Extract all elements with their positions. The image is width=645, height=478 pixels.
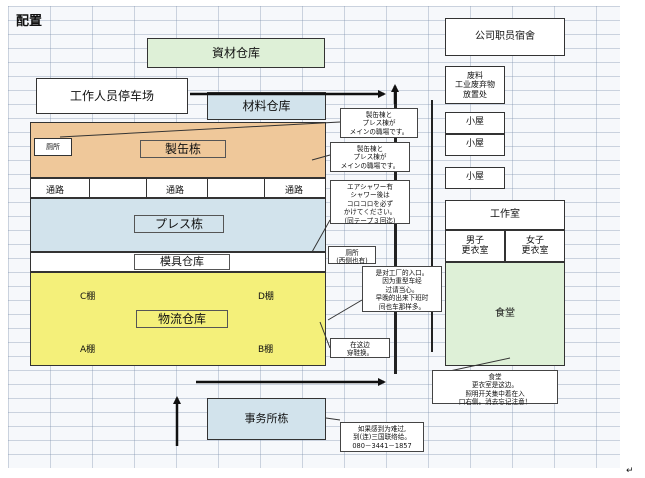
note-contact: 如果感到为难过, 到(连)三国联络给。 080－3441－1857 — [340, 422, 424, 452]
material-warehouse: 資材仓库 — [147, 38, 325, 68]
shelf-a: A棚 — [80, 345, 96, 355]
callout-line-contact — [325, 417, 341, 421]
footer-return-mark: ↵ — [626, 466, 634, 476]
callout-lines — [59, 121, 511, 421]
waste-area: 废料 工业废弃物 放置处 — [445, 66, 505, 104]
road-arrows — [173, 84, 399, 446]
note-main-work-1: 製缶棟と プレス棟が メインの職場です。 — [340, 108, 418, 138]
shelf-b: B棚 — [258, 345, 274, 355]
passage-label-1: 通路 — [46, 186, 65, 196]
note-toilet-west: 厕所 (西侧也有) — [328, 246, 376, 265]
cafeteria: 食堂 — [445, 262, 565, 366]
callout-line-main-work-1 — [59, 121, 341, 138]
callout-line-air-shower — [311, 219, 331, 253]
hut-2: 小屋 — [445, 134, 505, 156]
passage-gap-1 — [89, 178, 147, 198]
callout-line-entrance — [327, 299, 363, 321]
passage-label-3: 通路 — [285, 186, 304, 196]
staff-parking: 工作人员停车场 — [36, 78, 188, 114]
passage-label-2: 通路 — [166, 186, 185, 196]
mold-warehouse-label: 模具仓库 — [134, 254, 230, 270]
logistics-label: 物流仓库 — [136, 310, 228, 328]
hut-3: 小屋 — [445, 167, 505, 189]
can-making-label: 製缶栋 — [140, 140, 226, 158]
shelf-c: C棚 — [80, 292, 96, 302]
page-title: 配置 — [16, 14, 43, 29]
callout-line-main-work-2 — [311, 154, 331, 161]
toilet-small: 厕所 — [34, 138, 72, 156]
note-main-work-2: 製缶棟と プレス棟が メインの職場です。 — [330, 142, 410, 172]
side-road-line — [431, 100, 433, 352]
note-change-shoes: 在这边 穿鞋换。 — [330, 338, 390, 358]
hut-1: 小屋 — [445, 112, 505, 134]
womens-locker: 女子 更衣室 — [505, 230, 565, 262]
main-road-line — [394, 90, 397, 374]
workshop: 工作室 — [445, 200, 565, 230]
callout-line-shoes — [319, 321, 331, 349]
callout-line-locker — [444, 357, 511, 373]
office-building: 事务所栋 — [207, 398, 326, 440]
note-air-shower: エアシャワー有 シャワー後は コロコロを必ず かけてください。 (同テープ３回迄… — [330, 180, 410, 225]
raw-material-warehouse: 材料仓库 — [207, 92, 326, 120]
note-locker: 食堂 更衣室是这边。 照明开关集中着在入 口右侧。消去忘记注意！ — [432, 370, 558, 406]
dormitory: 公司职员宿舍 — [445, 18, 565, 56]
passage-gap-2 — [207, 178, 265, 198]
shelf-d: D棚 — [258, 292, 274, 302]
press-label: プレス栋 — [134, 215, 224, 233]
note-factory-entrance: 是对工厂的入口。 因为重型车经 过请当心。 早晚的出来下班时 间也车那样多。 — [362, 266, 442, 312]
mens-locker: 男子 更衣室 — [445, 230, 505, 262]
